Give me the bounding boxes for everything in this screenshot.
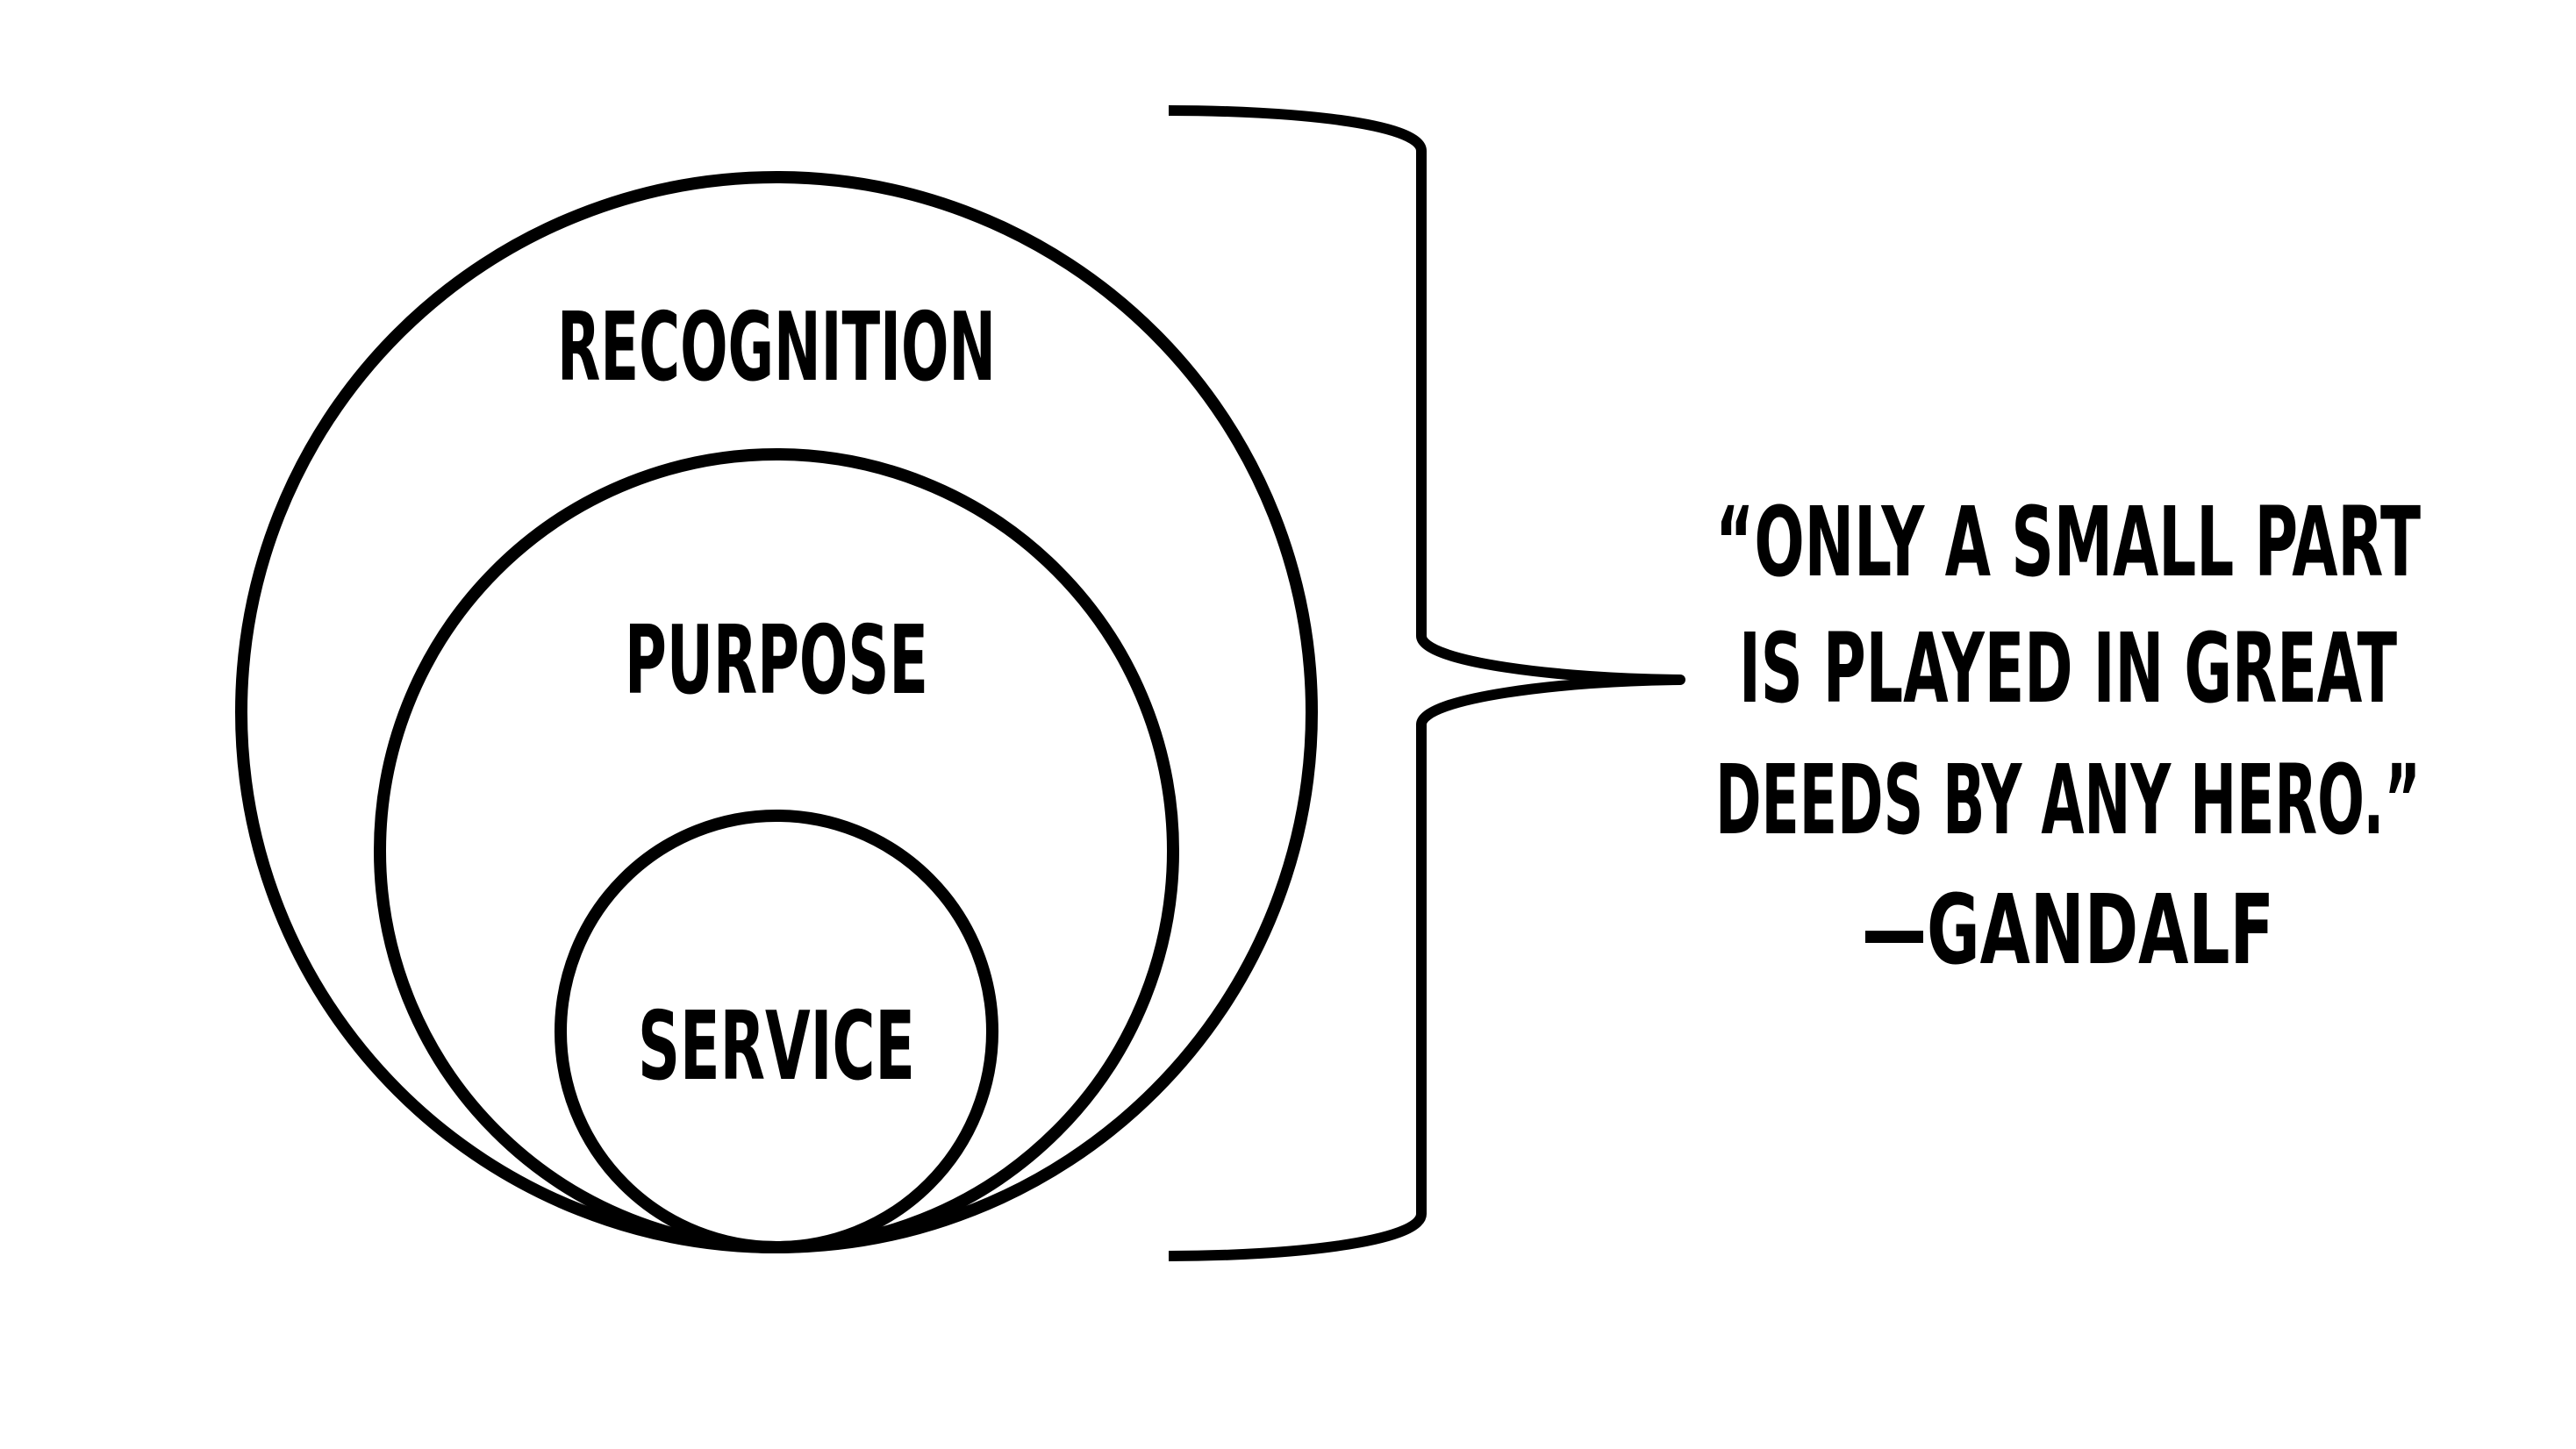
purpose-label: PURPOSE (625, 606, 928, 716)
service-circle (555, 810, 998, 1253)
purpose-circle (374, 448, 1179, 1253)
recognition-label: RECOGNITION (557, 293, 996, 403)
quote-attribution: —GANDALF (1862, 874, 2274, 986)
quote-line-3: DEEDS BY ANY HERO.” (1715, 744, 2421, 856)
service-label: SERVICE (638, 992, 915, 1102)
curly-brace (1168, 105, 1685, 1261)
quote-line-1: “ONLY A SMALL PART (1715, 486, 2421, 598)
quote-line-2: IS PLAYED IN GREAT (1739, 612, 2397, 724)
